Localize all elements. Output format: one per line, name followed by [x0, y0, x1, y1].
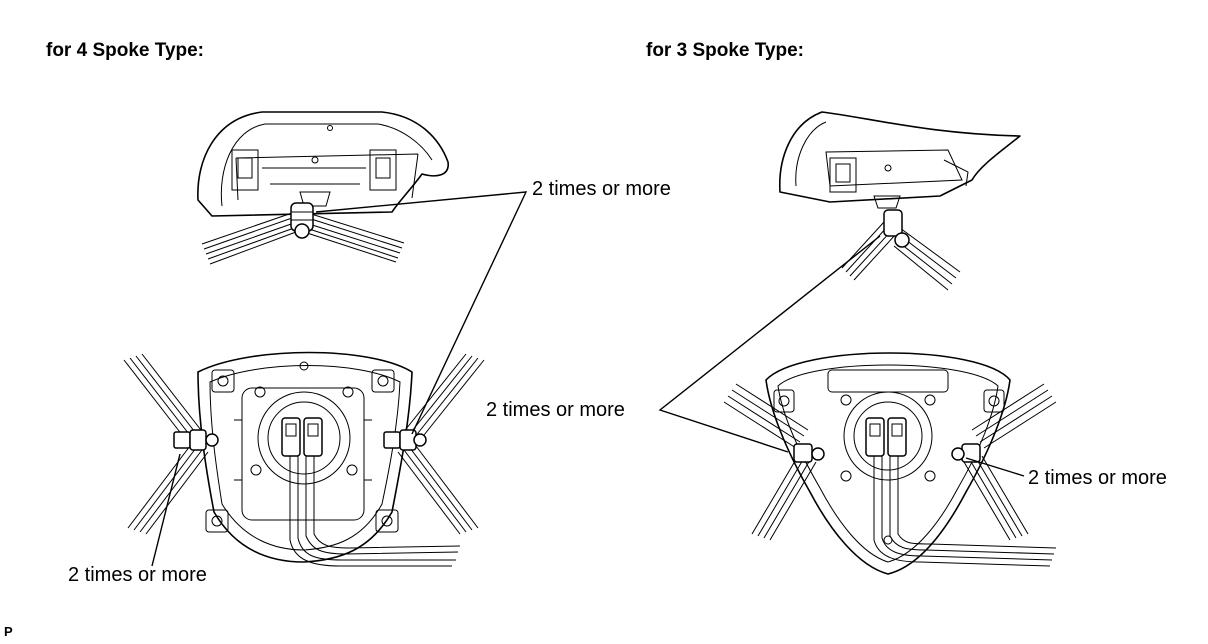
- four-spoke-pad-side-view: [197, 111, 449, 265]
- callout-right: 2 times or more: [1028, 467, 1167, 489]
- four-spoke-heading: for 4 Spoke Type:: [46, 40, 205, 61]
- callout-middle-right: 2 times or more: [486, 399, 625, 421]
- wire-connector: [173, 417, 427, 457]
- four-spoke-pad-rear-view: [123, 351, 485, 567]
- three-spoke-pad-rear-view: [723, 352, 1057, 575]
- wire-harness: [201, 212, 405, 265]
- leader-lines: [151, 191, 1025, 567]
- callout-bottom-left: 2 times or more: [68, 564, 207, 586]
- callout-top-center: 2 times or more: [532, 178, 671, 200]
- wire-harness: [123, 353, 485, 567]
- corner-mark: P: [4, 624, 13, 639]
- wire-connector: [793, 417, 981, 463]
- three-spoke-pad-side-view: [779, 111, 1021, 291]
- wire-harness: [841, 221, 961, 291]
- wire-harness: [723, 383, 1057, 567]
- wire-connector: [883, 209, 910, 248]
- wire-connector: [290, 202, 314, 239]
- three-spoke-heading: for 3 Spoke Type:: [646, 40, 805, 61]
